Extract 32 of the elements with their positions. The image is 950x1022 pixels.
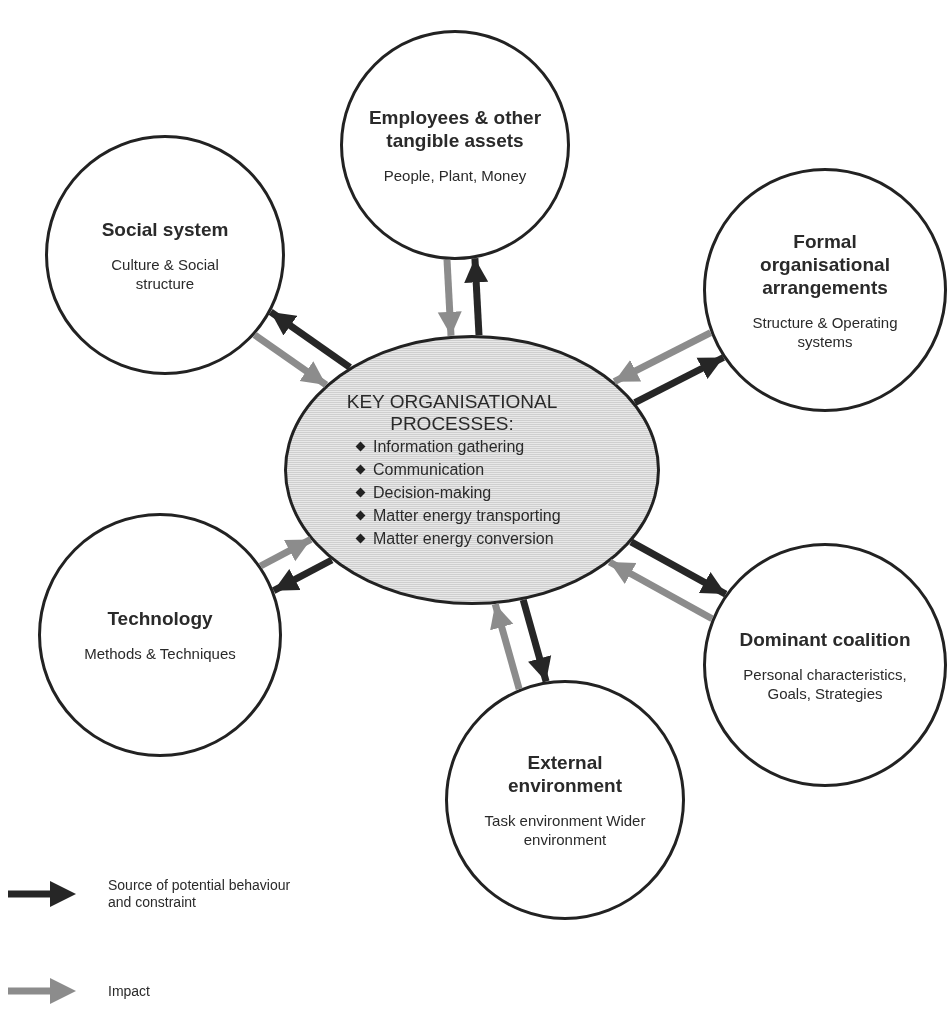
arrow	[272, 556, 334, 594]
arrow	[490, 603, 523, 691]
list-item-text: Decision-making	[373, 482, 492, 503]
arrow	[437, 259, 462, 336]
arrow	[519, 598, 552, 683]
arrow	[633, 354, 725, 406]
node-description: Methods & Techniques	[84, 644, 236, 663]
list-item-text: Matter energy transporting	[373, 505, 561, 526]
node-title: Technology	[107, 607, 213, 630]
node-title: Employees & other tangible assets	[367, 105, 543, 152]
node-title: Social system	[101, 217, 229, 241]
arrow	[464, 258, 489, 336]
node-description: Culture & Social structure	[110, 254, 220, 293]
list-item-text: Communication	[373, 459, 485, 480]
arrow	[607, 558, 714, 622]
arrow	[629, 538, 728, 598]
node-title: Dominant coalition	[739, 627, 911, 651]
node-description: People, Plant, Money	[383, 165, 527, 185]
list-item-text: Matter energy conversion	[373, 528, 554, 549]
arrow	[252, 331, 329, 388]
heading-text: KEY ORGANISATIONAL PROCESSES:	[345, 390, 559, 435]
arrow	[258, 536, 313, 570]
node-title: Formal organisational arrangements	[759, 229, 891, 299]
legend-text: Impact	[108, 982, 150, 1000]
node-description: Personal characteristics, Goals, Strategies	[742, 664, 908, 703]
arrow	[268, 309, 352, 371]
list-item-text: Information gathering	[373, 436, 525, 457]
arrow	[612, 329, 713, 385]
node-description: Task environment Wider environment	[483, 811, 647, 849]
legend-text: Source of potential behaviour and constraint	[108, 877, 292, 911]
node-description: Structure & Operating systems	[751, 312, 899, 351]
node-title: External environment	[507, 751, 623, 797]
